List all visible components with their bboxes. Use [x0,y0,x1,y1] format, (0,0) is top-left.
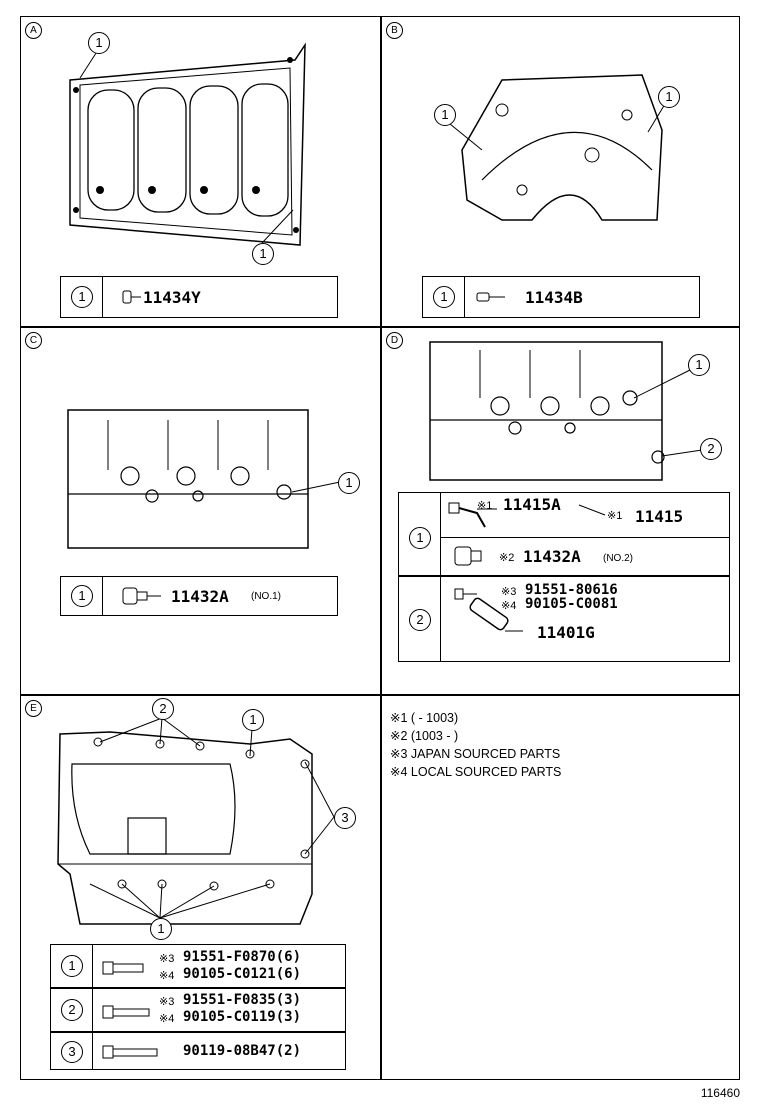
part-number-e-2b: 90105-C0119(3) [183,1009,302,1025]
table-e-num-3: 3 [61,1041,83,1063]
part-number-d-2b: 90105-C0081 [525,596,618,612]
table-d-num-2: 2 [409,609,431,631]
callout-e-1-top: 1 [242,709,264,731]
part-number-e-1a: 91551-F0870(6) [183,949,302,965]
cylinder-block-side-view-c [67,409,309,549]
callout-b-1-right: 1 [658,86,680,108]
table-b-num: 1 [433,286,455,308]
mark-d-1b: ※1 [607,510,623,522]
part-number-d-1a: 11415A [503,495,561,514]
part-qualifier-d-1c: (NO.2) [603,553,633,564]
note-2: ※2 (1003 - ) [390,729,459,743]
mark-d-2a: ※3 [501,586,517,598]
note-3: ※3 JAPAN SOURCED PARTS [390,747,561,761]
part-number-e-2a: 91551-F0835(3) [183,992,302,1008]
part-number-d-2a: 91551-80616 [525,582,618,598]
bolt-icon-1 [102,961,144,975]
cylinder-block-end-view [461,74,663,221]
parts-table-e: 1 ※3 91551-F0870(6) ※4 90105-C0121(6) 2 … [50,944,346,1070]
table-a-num: 1 [71,286,93,308]
part-number-d-1b: 11415 [635,507,684,526]
note-1: ※1 ( - 1003) [390,711,459,725]
table-e-num-2: 2 [61,999,83,1021]
valve-icon [454,588,523,632]
part-number-d-1c: 11432A [523,547,581,566]
callout-d-1: 1 [688,354,710,376]
part-number-e-1b: 90105-C0121(6) [183,966,302,982]
figure-id: 116460 [700,1086,740,1100]
divider-row-1 [20,326,740,328]
part-number-c: 11432A [171,587,229,606]
mark-d-1c: ※2 [499,552,515,564]
cylinder-block-top-view [69,42,306,246]
part-number-a: 11434Y [143,288,201,307]
bracket-line [578,504,606,516]
cylinder-block-side-view-d [429,341,665,481]
oil-pan-view [57,731,313,925]
mark-e-1a: ※3 [159,953,175,965]
mark-e-2b: ※4 [159,1013,175,1025]
callout-a-1-bottom: 1 [252,243,274,265]
section-badge-c: C [25,332,42,349]
pin-icon [476,292,505,302]
section-badge-d: D [386,332,403,349]
part-number-d-2c: 11401G [537,623,595,642]
pin-icon [122,290,141,304]
parts-table-a: 1 11434Y [60,276,338,318]
divider-row-2 [20,694,740,696]
mark-e-2a: ※3 [159,996,175,1008]
section-badge-b: B [386,22,403,39]
section-badge-e: E [25,700,42,717]
mark-e-1b: ※4 [159,970,175,982]
mark-d-1a: ※1 [477,500,493,512]
table-c-num: 1 [71,585,93,607]
plug-icon-d [454,546,482,566]
bolt-icon-3 [102,1045,158,1059]
part-number-b: 11434B [525,288,583,307]
note-4: ※4 LOCAL SOURCED PARTS [390,765,562,779]
bolt-icon-2 [102,1005,150,1019]
parts-table-d: 1 2 ※1 11415A ※1 11415 ※2 11432A (NO.2) … [398,492,730,662]
callout-e-2: 2 [152,698,174,720]
plug-icon [122,587,161,605]
callout-e-1-bottom: 1 [150,918,172,940]
callout-b-1-left: 1 [434,104,456,126]
callout-a-1-top: 1 [88,32,110,54]
callout-c-1: 1 [338,472,360,494]
part-qualifier-c: (NO.1) [251,591,281,602]
parts-table-b: 1 11434B [422,276,700,318]
parts-table-c: 1 11432A (NO.1) [60,576,338,616]
oil-jet-icon [448,502,497,528]
mark-d-2b: ※4 [501,600,517,612]
divider-vertical [380,16,382,1080]
callout-e-3: 3 [334,807,356,829]
table-e-num-1: 1 [61,955,83,977]
part-number-e-3a: 90119-08B47(2) [183,1043,302,1059]
table-d-num-1: 1 [409,527,431,549]
callout-d-2: 2 [700,438,722,460]
section-badge-a: A [25,22,42,39]
